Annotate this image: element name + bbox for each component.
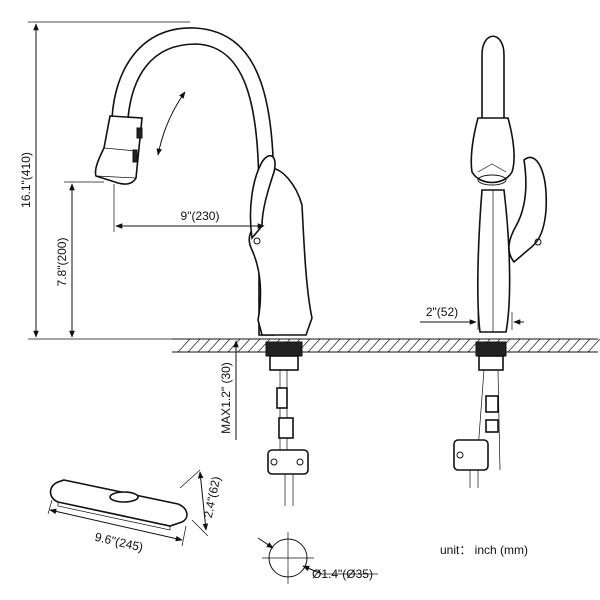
weight-clamp [267, 449, 309, 475]
hatch-line [327, 338, 341, 353]
hatch-line [467, 338, 481, 353]
dim-max-deck: MAX1.2" (30) [219, 340, 239, 440]
hatch-line [387, 338, 401, 353]
hatch-line [367, 338, 381, 353]
dim-base-width: 2"(52) [420, 305, 524, 330]
hatch-line [517, 338, 531, 353]
hatch-line [247, 338, 261, 353]
spray-head-front [470, 117, 515, 184]
hatch-line [357, 338, 371, 353]
hatch-line [587, 338, 600, 353]
faucet-body [248, 167, 313, 336]
hatch-line [547, 338, 561, 353]
hole-diameter-label: Ø1.4"(Ø35) [312, 567, 373, 581]
plate-hole [109, 491, 139, 503]
swivel-arrow-icon [156, 91, 186, 156]
hatch-line [407, 338, 421, 353]
hatch-line [417, 338, 431, 353]
spray-toggle [132, 149, 138, 163]
total-height-label: 16.1"(410) [19, 152, 33, 208]
dim-spout-height: 7.8"(200) [55, 181, 104, 338]
handle-screw [253, 237, 261, 245]
dim-reach: 9"(230) [113, 184, 265, 232]
hatch-line [207, 338, 221, 353]
hatch-line [377, 338, 391, 353]
reach-label: 9"(230) [181, 209, 220, 223]
plate-length-label: 9.6"(245) [93, 530, 144, 555]
hatch-line [457, 338, 471, 353]
hatch-line [307, 338, 321, 353]
hatch-line [177, 338, 191, 353]
dim-total-height: 16.1"(410) [19, 21, 190, 340]
mounting-hole: Ø1.4"(Ø35) [257, 532, 378, 584]
deck-plate: 9.6"(245) 2.4"(62) [47, 469, 223, 555]
hatch-line [227, 338, 241, 353]
unit-note: unit： inch (mm) [440, 543, 528, 557]
faucet-side-view [94, 27, 313, 506]
spout-height-label: 7.8"(200) [55, 238, 69, 287]
hatch-line [347, 338, 361, 353]
handle-front [508, 156, 547, 264]
hatch-line [577, 338, 591, 353]
hatch-line [197, 338, 211, 353]
hatch-line [217, 338, 231, 353]
hatch-line [507, 338, 521, 353]
supply-line-fitting [276, 387, 288, 409]
gooseneck-spout [111, 27, 275, 336]
handle-lever [249, 154, 276, 240]
hatch-line [557, 338, 571, 353]
faucet-front-view [453, 35, 547, 488]
max-deck-label: MAX1.2" (30) [219, 362, 233, 434]
connector [278, 417, 294, 439]
hatch-line [257, 338, 271, 353]
hatch-line [567, 338, 581, 353]
spray-button [136, 127, 143, 139]
hatch-line [237, 338, 251, 353]
hatch-line [337, 338, 351, 353]
hatch-line [427, 338, 441, 353]
hatch-line [317, 338, 331, 353]
hatch-line [527, 338, 541, 353]
countertop-hatching [177, 338, 600, 353]
mounting-nut [265, 341, 303, 357]
faucet-body-front [477, 189, 511, 333]
hatch-line [437, 338, 451, 353]
hatch-line [537, 338, 551, 353]
hatch-line [397, 338, 411, 353]
plate-width-label: 2.4"(62) [201, 475, 223, 519]
base-width-label: 2"(52) [426, 305, 458, 319]
spray-head [94, 115, 143, 185]
hatch-line [187, 338, 201, 353]
hatch-line [447, 338, 461, 353]
